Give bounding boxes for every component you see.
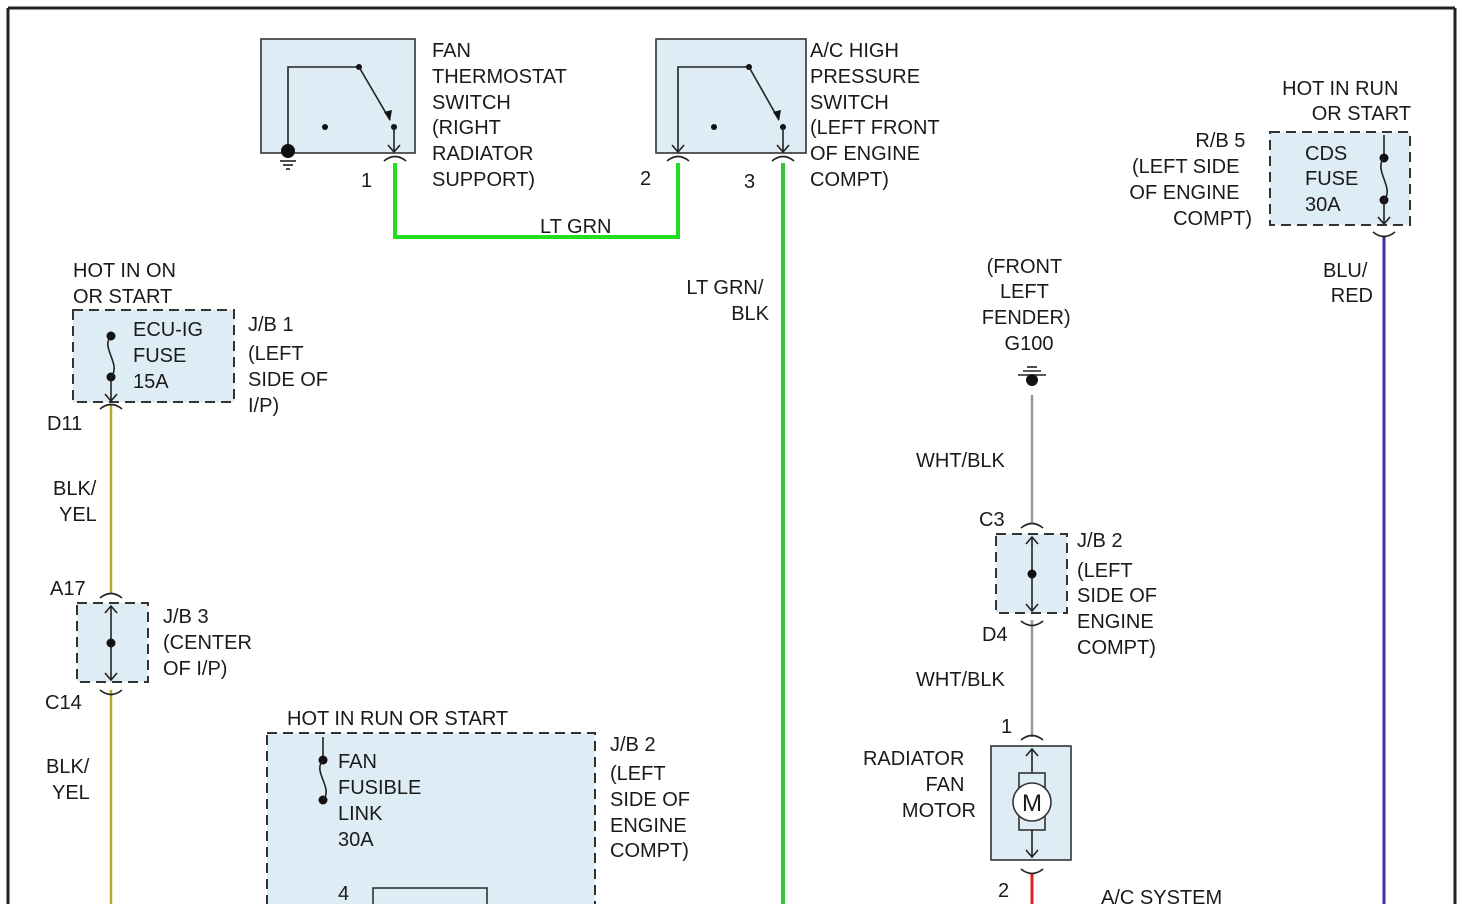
connector-c3-label: C3 — [979, 509, 1005, 531]
ac-high-pressure-switch: 2 3 A/C HIGH PRESSURE SWITCH (LEFT FRONT… — [640, 38, 945, 193]
connector-a17-label: A17 — [50, 578, 86, 600]
fuse-icon — [319, 759, 327, 801]
connector-c14-label: C14 — [45, 692, 82, 714]
relay-box — [372, 887, 488, 904]
wire-label-wht-blk-2: WHT/BLK — [916, 669, 1006, 691]
ecu-ig-hot-label: HOT IN ON OR START — [73, 260, 182, 308]
switch-arrow-icon — [773, 110, 781, 121]
pin-2-label: 2 — [640, 168, 651, 190]
jb3-location-label: J/B 3 (CENTER OF I/P) — [163, 606, 257, 680]
pin-1-label: 1 — [361, 170, 372, 192]
ecu-ig-fuse-block: HOT IN ON OR START ECU-IG FUSE 15A J/B 1… — [47, 260, 334, 435]
switch-arm — [287, 66, 359, 150]
motor-pin-2-label: 2 — [998, 880, 1009, 902]
pin-4-label: 4 — [338, 883, 349, 904]
ac-system-label: A/C SYSTEM — [1101, 887, 1222, 904]
motor-pin-1-label: 1 — [1001, 716, 1012, 738]
jb2-splice: C3 J/B 2 (LEFT SIDE OF ENGINE COMPT) D4 — [979, 509, 1163, 659]
wire-lt-grn — [393, 163, 680, 239]
switch-arrow-icon — [384, 110, 392, 121]
jb1-location-label: J/B 1 (LEFT SIDE OF I/P) — [248, 314, 334, 417]
fan-thermostat-switch-box — [260, 38, 416, 154]
wire-label-blk-yel-2: BLK/ YEL — [46, 756, 95, 804]
jb3-splice: A17 J/B 3 (CENTER OF I/P) C14 — [45, 578, 257, 714]
cds-fuse-block: HOT IN RUN OR START CDS FUSE 30A R/B 5 (… — [1129, 78, 1411, 238]
jb2-fusible-location-label: J/B 2 (LEFT SIDE OF ENGINE COMPT) — [610, 734, 696, 862]
fuse-icon — [1380, 157, 1388, 201]
ground-g100-label: (FRONT LEFT FENDER) G100 — [982, 256, 1076, 355]
ecu-ig-fuse-label: ECU-IG FUSE 15A — [133, 319, 209, 393]
fusible-link-hot-label: HOT IN RUN OR START — [287, 708, 508, 730]
fan-thermostat-switch: 1 FAN THERMOSTAT SWITCH (RIGHT RADIATOR … — [260, 38, 572, 192]
connector-icon — [666, 155, 690, 162]
wire-label-lt-grn: LT GRN — [540, 216, 612, 238]
radiator-fan-motor: 1 M RADIATOR FAN MOTOR 2 — [863, 716, 1072, 902]
jb2-fusible-box — [266, 732, 596, 904]
wire-label-wht-blk-1: WHT/BLK — [916, 450, 1006, 472]
fan-thermostat-label: FAN THERMOSTAT SWITCH (RIGHT RADIATOR SU… — [432, 40, 572, 191]
ground-icon — [281, 144, 295, 158]
ground-g100: (FRONT LEFT FENDER) G100 — [982, 256, 1076, 386]
jb1-box — [72, 309, 235, 403]
connector-icon — [383, 155, 407, 162]
fusible-link-label: FAN FUSIBLE LINK 30A — [338, 751, 427, 851]
rb5-box — [1269, 131, 1411, 226]
ac-high-pressure-switch-box — [655, 38, 807, 154]
jb2-splice-location-label: J/B 2 (LEFT SIDE OF ENGINE COMPT) — [1077, 530, 1163, 659]
fan-motor-label: RADIATOR FAN MOTOR — [863, 748, 976, 822]
fuse-icon — [107, 335, 115, 378]
wire-label-blu-red: BLU/ RED — [1323, 260, 1373, 307]
ground-icon — [1026, 374, 1038, 386]
rb5-location-label: R/B 5 (LEFT SIDE OF ENGINE COMPT) — [1129, 130, 1252, 230]
motor-symbol: M — [1022, 790, 1042, 817]
connector-d4-label: D4 — [982, 624, 1008, 646]
wire-label-blk-yel-1: BLK/ YEL — [53, 478, 102, 526]
ac-high-pressure-label: A/C HIGH PRESSURE SWITCH (LEFT FRONT OF … — [810, 40, 945, 191]
motor-icon — [1012, 782, 1052, 822]
pin-3-label: 3 — [744, 171, 755, 193]
jb3-box — [76, 602, 149, 683]
fan-fusible-link-block: HOT IN RUN OR START FAN FUSIBLE LINK 30A… — [266, 708, 696, 904]
cds-hot-label: HOT IN RUN OR START — [1282, 78, 1411, 125]
connector-d11-label: D11 — [47, 413, 82, 435]
wire-label-lt-grn-blk: LT GRN/ BLK — [686, 277, 769, 325]
connector-icon — [771, 155, 795, 162]
cds-fuse-label: CDS FUSE 30A — [1305, 143, 1364, 216]
